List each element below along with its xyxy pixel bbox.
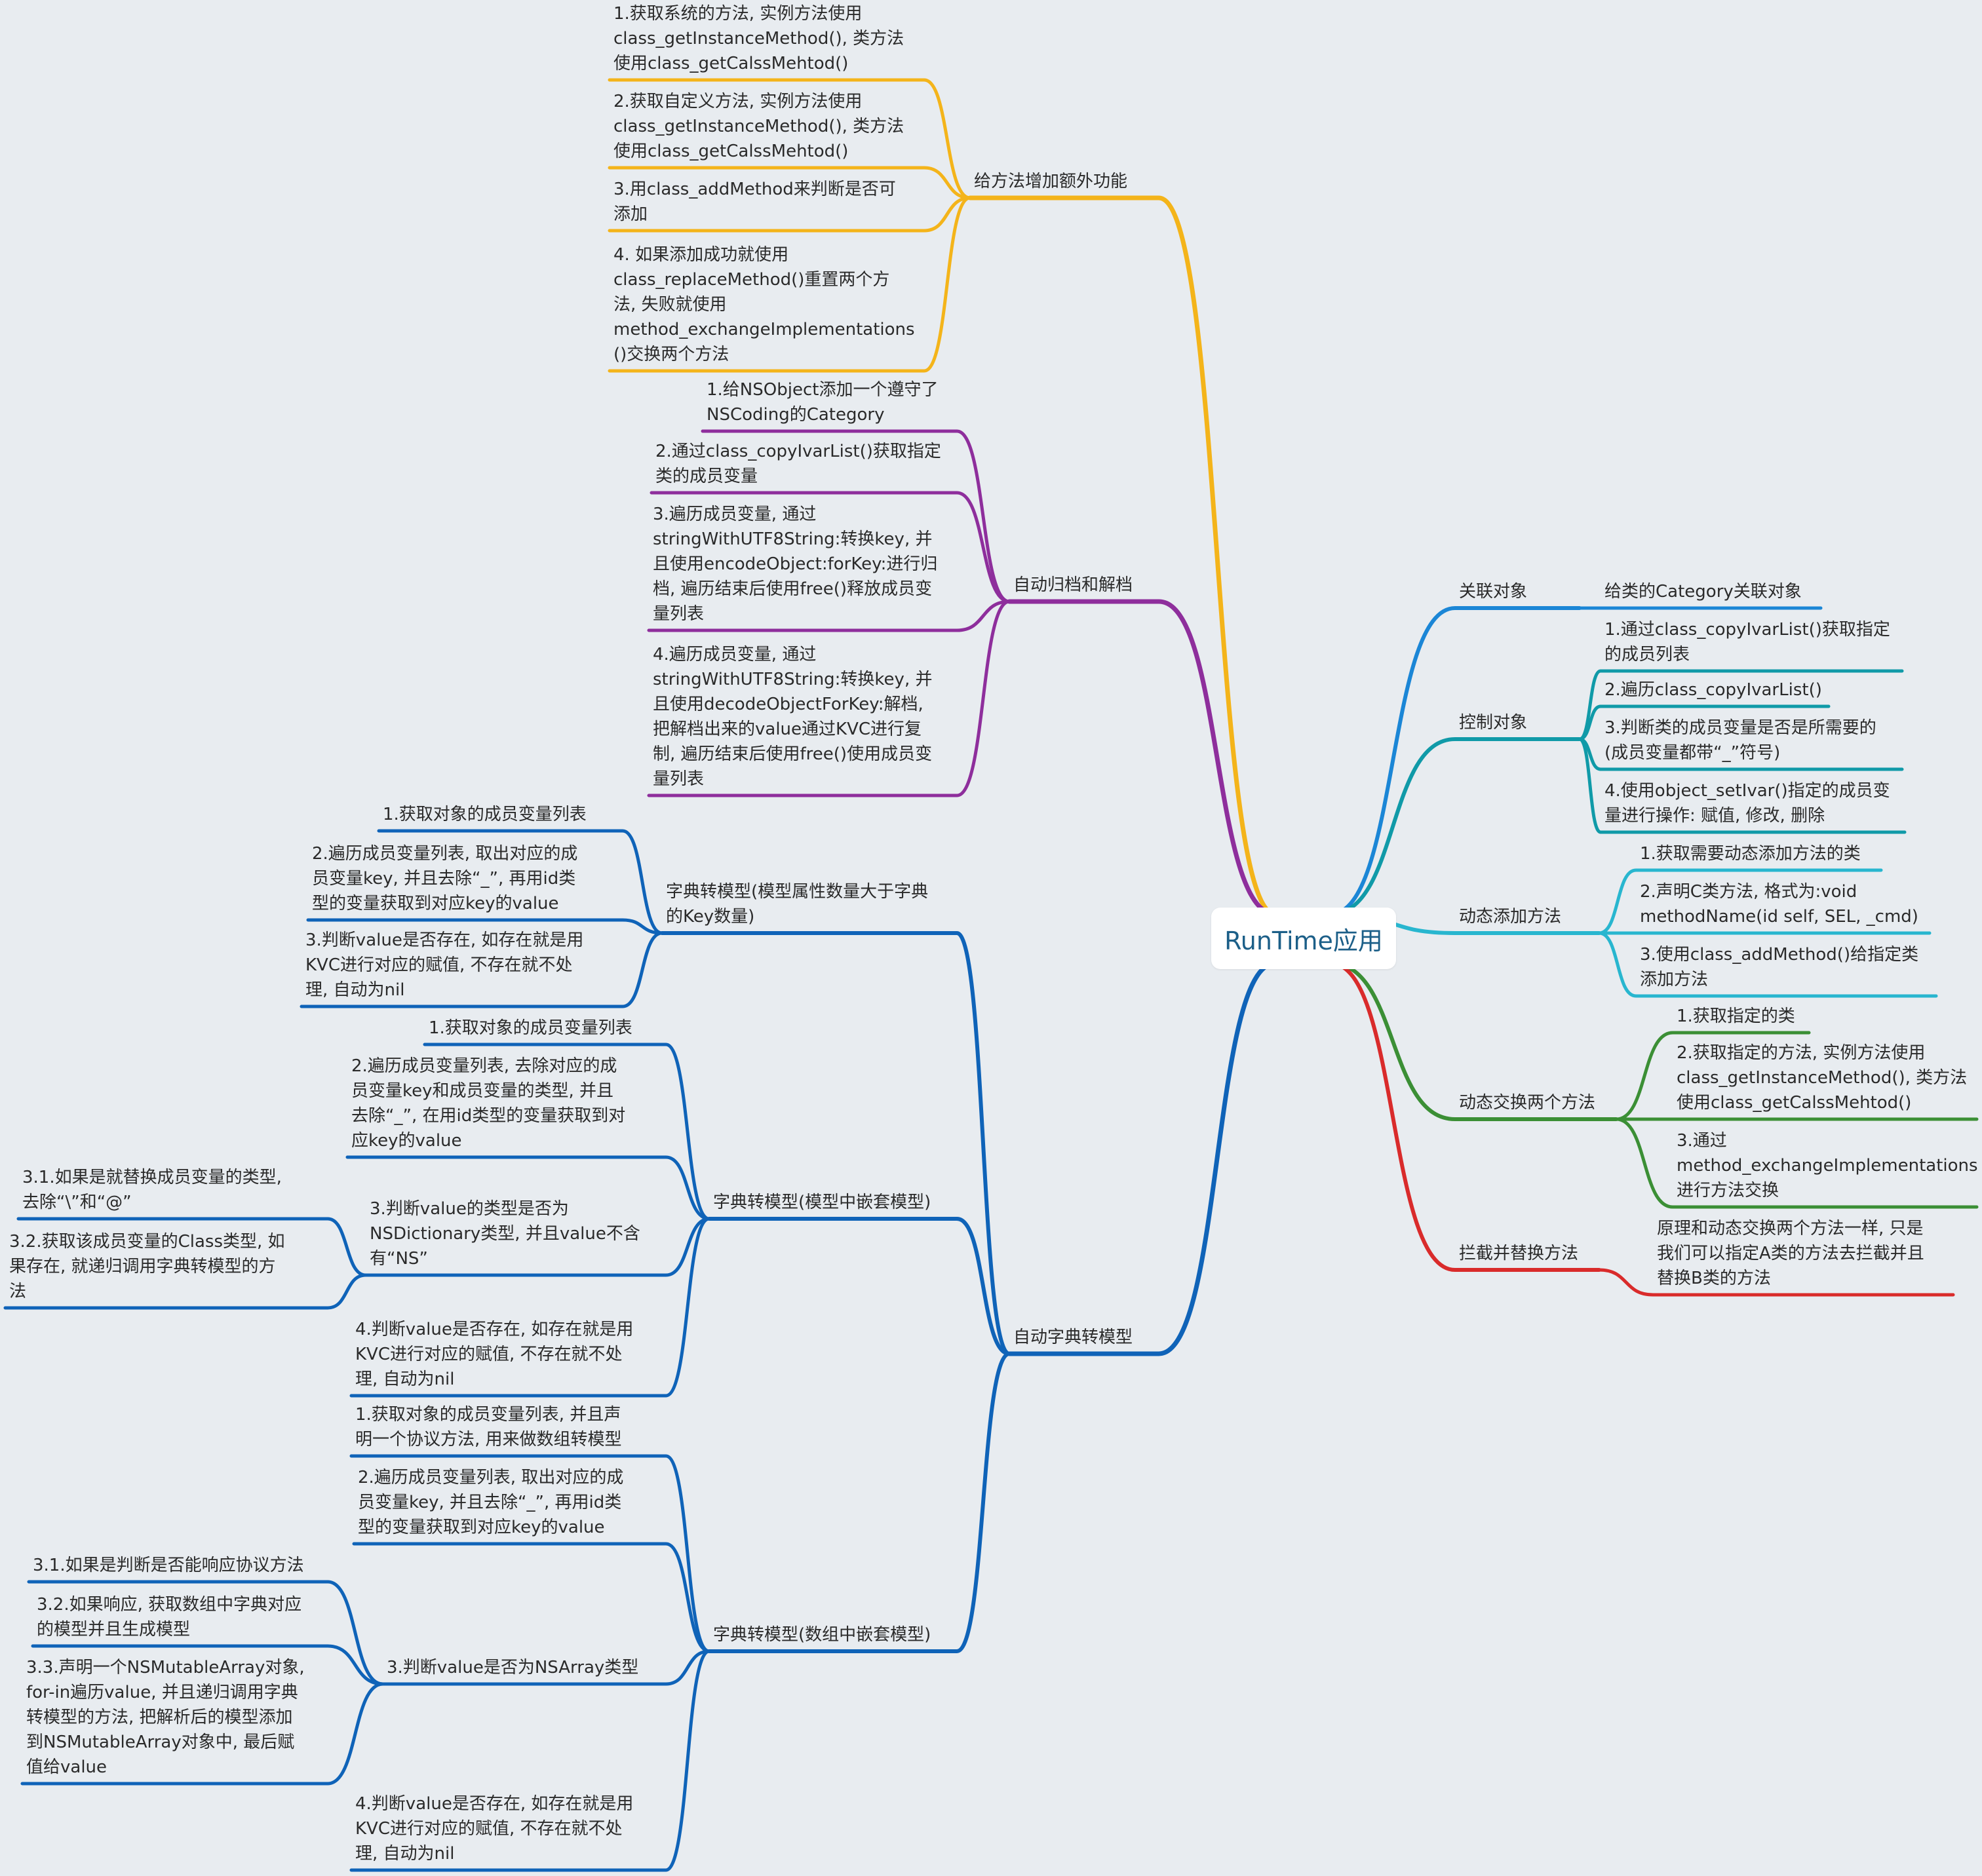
connector-r4 <box>1329 961 1618 1121</box>
node-b1-2[interactable]: 2.获取自定义方法, 实例方法使用 class_getInstanceMetho… <box>613 92 904 161</box>
node-r4-3[interactable]: 3.通过 method_exchangeImplementations 进行方法… <box>1677 1131 1978 1200</box>
node-r1-1[interactable]: 给类的Category关联对象 <box>1604 582 1802 602</box>
connector-s2-2 <box>345 1155 711 1221</box>
node-s1-1[interactable]: 1.获取对象的成员变量列表 <box>383 805 587 824</box>
node-s2-4[interactable]: 4.判断value是否存在, 如存在就是用 KVC进行对应的赋值, 不存在就不处… <box>355 1320 634 1389</box>
connector-s1 <box>660 931 1011 1356</box>
node-s3[interactable]: 字典转模型(数组中嵌套模型) <box>713 1625 931 1645</box>
connector-s3 <box>707 1352 1011 1653</box>
connector-s2-4 <box>349 1217 711 1398</box>
connector-r2-4 <box>1578 737 1907 834</box>
node-b1-1[interactable]: 1.获取系统的方法, 实例方法使用 class_getInstanceMetho… <box>613 4 904 73</box>
node-s2-3[interactable]: 3.判断value的类型是否为 NSDictionary类型, 并且value不… <box>370 1199 640 1269</box>
node-r4[interactable]: 动态交换两个方法 <box>1459 1093 1596 1113</box>
node-r2[interactable]: 控制对象 <box>1459 713 1528 733</box>
node-r2-2[interactable]: 2.遍历class_copyIvarList() <box>1604 680 1822 700</box>
connector-s2-3-2 <box>3 1273 368 1310</box>
connector-s2-1 <box>423 1043 711 1221</box>
node-b1-3[interactable]: 3.用class_addMethod来判断是否可 添加 <box>613 180 896 224</box>
connector-r3-1 <box>1597 868 1883 935</box>
node-r3-2[interactable]: 2.声明C类方法, 格式为:void methodName(id self, S… <box>1640 882 1918 927</box>
node-r4-1[interactable]: 1.获取指定的类 <box>1677 1006 1795 1026</box>
connector-b1-4 <box>608 196 972 373</box>
connector-r3-3 <box>1597 931 1938 998</box>
connector-b1-1 <box>608 78 972 200</box>
node-r3-3[interactable]: 3.使用class_addMethod()给指定类 添加方法 <box>1640 945 1919 989</box>
node-s3-3-2[interactable]: 3.2.如果响应, 获取数组中字典对应 的模型并且生成模型 <box>37 1595 302 1639</box>
node-s1-2[interactable]: 2.遍历成员变量列表, 取出对应的成 员变量key, 并且去除“_”, 再用id… <box>312 844 578 913</box>
connector-s3-3-3 <box>20 1682 385 1786</box>
node-s3-2[interactable]: 2.遍历成员变量列表, 取出对应的成 员变量key, 并且去除“_”, 再用id… <box>358 1468 624 1537</box>
node-r5[interactable]: 拦截并替换方法 <box>1459 1244 1579 1263</box>
node-s2[interactable]: 字典转模型(模型中嵌套模型) <box>713 1193 931 1212</box>
connector-s3-1 <box>349 1454 711 1653</box>
connector-b2-3 <box>647 600 1011 632</box>
connector-s3-2 <box>352 1542 711 1653</box>
node-r1[interactable]: 关联对象 <box>1459 582 1528 602</box>
connector-b1-3 <box>608 196 972 233</box>
node-b2-3[interactable]: 3.遍历成员变量, 通过 stringWithUTF8String:转换key,… <box>653 505 938 624</box>
connector-s3-3 <box>381 1649 711 1686</box>
connector-s2-3 <box>364 1217 711 1277</box>
node-s3-1[interactable]: 1.获取对象的成员变量列表, 并且声 明一个协议方法, 用来做数组转模型 <box>355 1405 622 1449</box>
node-r5-1[interactable]: 原理和动态交换两个方法一样, 只是 我们可以指定A类的方法去拦截并且 替换B类的… <box>1657 1219 1924 1288</box>
node-b2-4[interactable]: 4.遍历成员变量, 通过 stringWithUTF8String:转换key,… <box>653 645 933 789</box>
connector-r2 <box>1329 737 1582 916</box>
node-r4-2[interactable]: 2.获取指定的方法, 实例方法使用 class_getInstanceMetho… <box>1677 1043 1968 1113</box>
connector-r4-3 <box>1614 1117 1979 1209</box>
connector-r1 <box>1329 606 1582 916</box>
node-s2-3-1[interactable]: 3.1.如果是就替换成员变量的类型, 去除“\”和“@” <box>22 1168 282 1212</box>
connector-s2-3-1 <box>16 1217 368 1277</box>
node-s2-3-2[interactable]: 3.2.获取该成员变量的Class类型, 如 果存在, 就递归调用字典转模型的方… <box>9 1232 285 1301</box>
connector-b2 <box>1007 599 1278 917</box>
connector-s1-3 <box>300 931 664 1008</box>
node-s2-1[interactable]: 1.获取对象的成员变量列表 <box>429 1018 632 1038</box>
node-r2-4[interactable]: 4.使用object_setIvar()指定的成员变 量进行操作: 赋值, 修改… <box>1604 781 1890 826</box>
connector-s3-4 <box>349 1649 711 1872</box>
connector-b2-2 <box>650 491 1011 603</box>
node-r2-1[interactable]: 1.通过class_copyIvarList()获取指定 的成员列表 <box>1604 620 1890 664</box>
connector-r5 <box>1329 961 1601 1272</box>
node-s3-3[interactable]: 3.判断value是否为NSArray类型 <box>387 1658 639 1677</box>
node-b2[interactable]: 自动归档和解档 <box>1013 575 1133 595</box>
node-b2-2[interactable]: 2.通过class_copyIvarList()获取指定 类的成员变量 <box>655 442 941 486</box>
node-b1[interactable]: 给方法增加额外功能 <box>974 172 1128 191</box>
node-b3[interactable]: 自动字典转模型 <box>1013 1328 1133 1347</box>
connector-b1 <box>967 195 1278 917</box>
connector-b2-1 <box>701 429 1011 603</box>
node-s1[interactable]: 字典转模型(模型属性数量大于字典 的Key数量) <box>666 882 929 927</box>
node-s1-3[interactable]: 3.判断value是否存在, 如存在就是用 KVC进行对应的赋值, 不存在就不处… <box>305 930 584 1000</box>
node-s3-3-3[interactable]: 3.3.声明一个NSMutableArray对象, for-in遍历value,… <box>26 1658 305 1777</box>
connector-s3-3-1 <box>27 1580 385 1686</box>
connector-s3-3-2 <box>31 1644 385 1686</box>
connector-b2-4 <box>647 600 1011 797</box>
connector-b1-2 <box>608 166 972 200</box>
node-b2-1[interactable]: 1.给NSObject添加一个遵守了 NSCoding的Category <box>707 380 939 425</box>
node-s3-4[interactable]: 4.判断value是否存在, 如存在就是用 KVC进行对应的赋值, 不存在就不处… <box>355 1794 634 1864</box>
node-s2-2[interactable]: 2.遍历成员变量列表, 去除对应的成 员变量key和成员变量的类型, 并且 去除… <box>351 1056 626 1151</box>
node-r3-1[interactable]: 1.获取需要动态添加方法的类 <box>1640 844 1861 864</box>
connector-s1-2 <box>306 918 664 935</box>
connector-r4-1 <box>1614 1031 1811 1121</box>
node-r2-3[interactable]: 3.判断类的成员变量是否是所需要的 (成员变量都带“_”符号) <box>1604 718 1876 763</box>
connector-b3 <box>1007 961 1278 1356</box>
connector-r2-2 <box>1578 704 1831 741</box>
root-node[interactable]: RunTime应用 <box>1211 908 1396 969</box>
node-s3-3-1[interactable]: 3.1.如果是判断是否能响应协议方法 <box>33 1556 304 1575</box>
connector-s2 <box>707 1217 1011 1356</box>
node-b1-4[interactable]: 4. 如果添加成功就使用 class_replaceMethod()重置两个方 … <box>613 245 915 364</box>
connector-s1-1 <box>377 829 664 935</box>
connector-r5-1 <box>1597 1268 1955 1297</box>
node-r3[interactable]: 动态添加方法 <box>1459 907 1562 927</box>
